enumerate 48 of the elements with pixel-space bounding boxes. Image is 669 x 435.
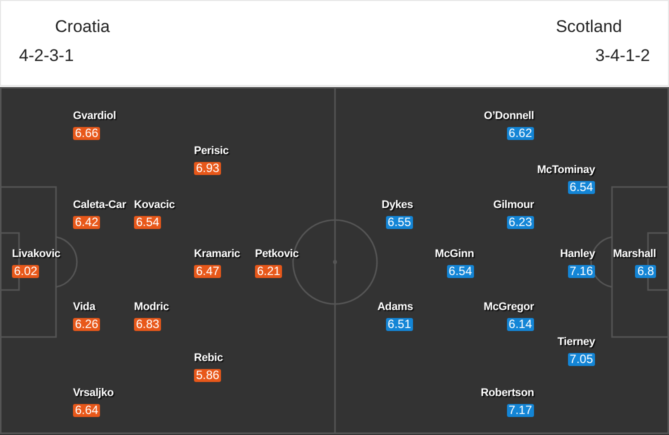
player-name: McTominay — [537, 164, 595, 177]
player-rating: 6.02 — [12, 265, 40, 278]
player-name: Rebic — [194, 352, 223, 365]
player-name: Modric — [134, 301, 169, 314]
player-name: O’Donnell — [484, 110, 534, 123]
player-name: McGregor — [484, 301, 534, 314]
player-name: Kovacic — [134, 199, 175, 212]
player-name: Kramaric — [194, 248, 240, 261]
player-rating: 6.64 — [73, 404, 100, 417]
player-rating: 6.26 — [73, 318, 100, 331]
player-name: Robertson — [480, 387, 534, 400]
player-rating: 7.05 — [568, 353, 595, 366]
team-name: Croatia — [55, 17, 110, 37]
player-rating: 6.83 — [134, 318, 162, 331]
player-name: Tierney — [557, 336, 595, 349]
player-rating: 6.8 — [635, 265, 656, 278]
player-name: Caleta-Car — [73, 199, 126, 212]
player-name: McGinn — [434, 248, 474, 261]
player-rating: 6.23 — [506, 216, 534, 229]
player-name: Petkovic — [255, 248, 299, 261]
player-rating: 6.54 — [134, 216, 162, 229]
player-rating: 5.86 — [194, 369, 222, 382]
team-name: Scotland — [556, 17, 622, 37]
player-rating: 6.93 — [194, 162, 222, 175]
player-rating: 6.54 — [446, 265, 474, 278]
player-name: Livakovic — [12, 248, 60, 261]
player-name: Gvardiol — [73, 110, 116, 123]
player-rating: 6.42 — [73, 216, 100, 229]
player-rating: 6.55 — [386, 216, 413, 229]
player-rating: 6.62 — [506, 127, 534, 140]
player-name: Vida — [73, 301, 96, 314]
player-name: Marshall — [612, 248, 656, 261]
player-rating: 6.54 — [568, 181, 595, 194]
player-rating: 6.51 — [386, 318, 413, 331]
player-name: Perisic — [194, 145, 229, 158]
player-name: Dykes — [382, 199, 413, 212]
player-name: Vrsaljko — [73, 387, 114, 400]
player-name: Adams — [377, 301, 413, 314]
player-rating: 6.21 — [255, 265, 282, 278]
player-rating: 7.17 — [506, 404, 534, 417]
player-rating: 6.66 — [73, 127, 100, 140]
formation-label: 4-2-3-1 — [19, 46, 74, 66]
player-name: Hanley — [560, 248, 595, 261]
player-rating: 6.47 — [194, 265, 222, 278]
formation-label: 3-4-1-2 — [595, 46, 650, 66]
player-rating: 7.16 — [568, 265, 595, 278]
player-name: Gilmour — [493, 199, 534, 212]
player-rating: 6.14 — [506, 318, 534, 331]
